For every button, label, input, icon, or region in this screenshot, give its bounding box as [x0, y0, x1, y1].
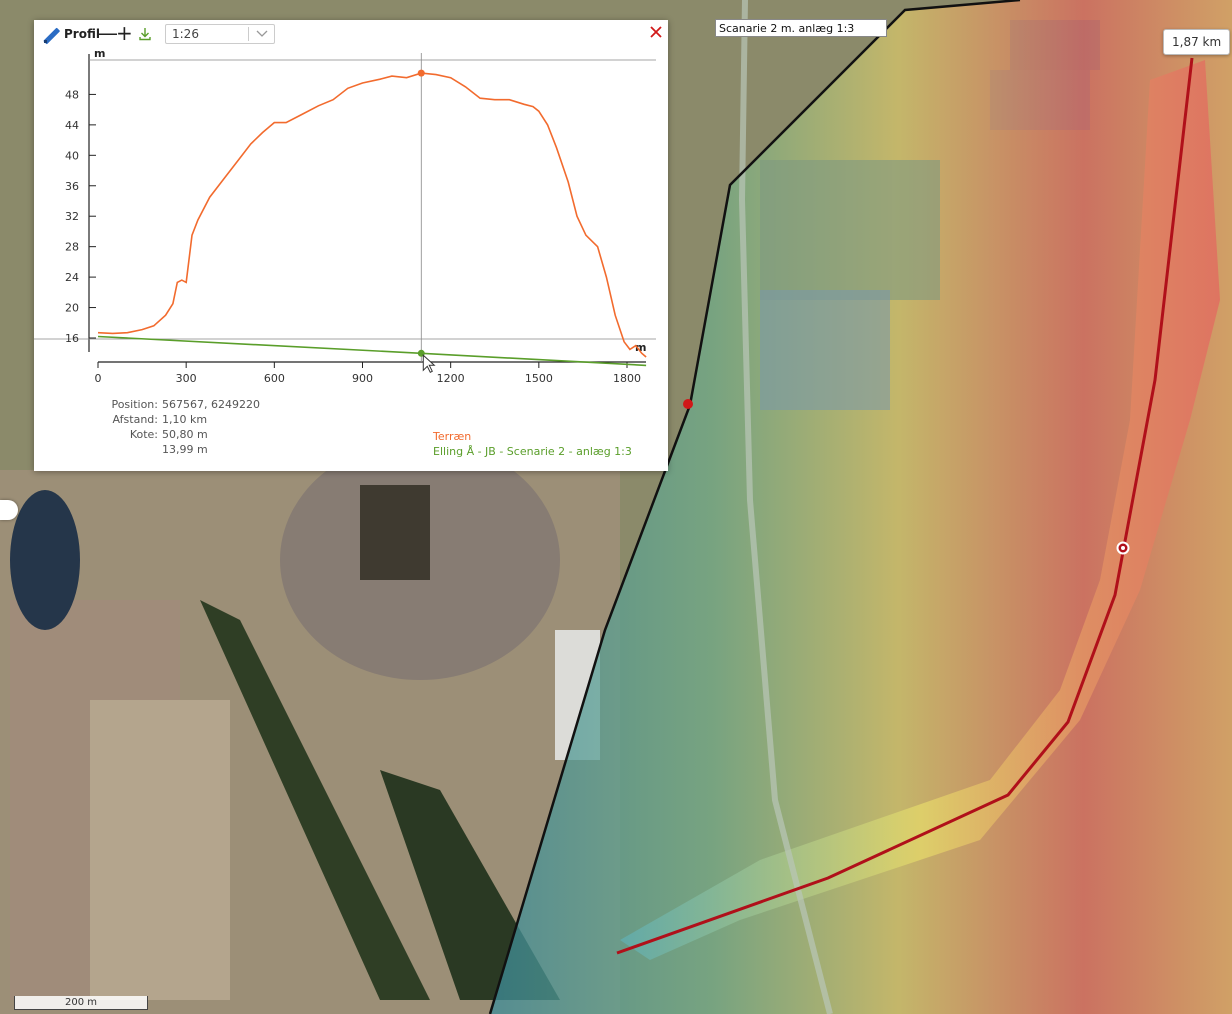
elevation-label: Kote:: [129, 428, 158, 441]
tree-belt: [200, 600, 430, 1000]
y-tick-label: 36: [65, 180, 79, 193]
mouse-pointer-icon: [422, 354, 436, 373]
greenhouse-cluster: [760, 290, 890, 410]
profile-panel: m m 16 20 24 28 32 36 40 44 48 0 300 600 900 1200 1500 18…: [34, 20, 668, 471]
position-value: 567567, 6249220: [162, 398, 260, 411]
profile-toolbar: Profil — + 1:26: [34, 20, 668, 50]
position-row: Position: 567567, 6249220: [84, 397, 260, 412]
close-icon[interactable]: [648, 24, 664, 40]
distance-row: Afstand: 1,10 km: [84, 412, 260, 427]
chevron-down-icon[interactable]: [254, 27, 270, 41]
scenario-series-line: [97, 335, 647, 367]
elevation-scenario-value: 13,99 m: [162, 443, 208, 456]
x-tick-label: 600: [264, 372, 285, 385]
y-axis-unit-label: m: [94, 47, 105, 60]
terrain-series-line: [97, 72, 647, 358]
select-divider: [248, 27, 249, 41]
zoom-select-value: 1:26: [172, 27, 199, 41]
scale-bar: 200 m: [14, 996, 148, 1010]
download-icon[interactable]: [138, 26, 152, 42]
x-tick-label: 1800: [613, 372, 641, 385]
chart-legend: Terræn Elling Å - JB - Scenarie 2 - anlæ…: [433, 429, 632, 459]
x-tick-label: 900: [352, 372, 373, 385]
terrain-cursor-point: [417, 69, 425, 77]
legend-terrain: Terræn: [433, 430, 472, 443]
y-tick-label: 48: [65, 88, 79, 101]
road: [738, 0, 833, 1014]
profile-line[interactable]: [616, 57, 1194, 955]
profile-title: Profil: [64, 27, 100, 41]
lake: [10, 490, 80, 630]
channel-band: [620, 60, 1220, 960]
boundary-vertex-marker[interactable]: [683, 399, 693, 409]
village-area: [760, 160, 940, 300]
distance-label: Afstand:: [112, 413, 158, 426]
y-tick-label: 20: [65, 302, 79, 315]
x-tick-label: 300: [176, 372, 197, 385]
y-tick-label: 32: [65, 210, 79, 223]
plus-icon[interactable]: +: [116, 21, 133, 45]
y-tick-label: 24: [65, 271, 79, 284]
distance-value: 1,10 km: [162, 413, 208, 426]
sidebar-toggle-handle[interactable]: [0, 500, 18, 520]
x-tick-label: 0: [95, 372, 102, 385]
scenario-boundary: [488, 0, 1021, 1014]
profile-cursor-dot: [1121, 546, 1125, 550]
profile-chart: m m 16 20 24 28 32 36 40 44 48 0 300 600 900 1200 1500 18…: [34, 47, 656, 385]
y-tick-label: 28: [65, 241, 79, 254]
distance-tag: 1,87 km: [1163, 29, 1231, 55]
x-axis-unit-label: m: [635, 341, 646, 354]
y-tick-label: 44: [65, 119, 79, 132]
profile-info: Position: 567567, 6249220 Afstand: 1,10 …: [84, 397, 260, 457]
minus-icon[interactable]: —: [98, 21, 118, 45]
flood-heatmap: [490, 0, 1232, 1014]
scenario-label: Scanarie 2 m. anlæg 1:3: [715, 19, 887, 37]
elevation-row: Kote: 50,80 m: [84, 427, 260, 442]
elevation-terrain-value: 50,80 m: [162, 428, 208, 441]
elevation-row-2: 13,99 m: [84, 442, 260, 457]
x-tick-label: 1200: [437, 372, 465, 385]
legend-scenario: Elling Å - JB - Scenarie 2 - anlæg 1:3: [433, 445, 632, 458]
ruler-icon: [43, 27, 60, 45]
x-tick-label: 1500: [525, 372, 553, 385]
position-label: Position:: [111, 398, 158, 411]
y-tick-label: 40: [65, 149, 79, 162]
quarry-pit: [360, 485, 430, 580]
y-tick-label: 16: [65, 332, 79, 345]
zoom-select[interactable]: 1:26: [165, 24, 275, 44]
field-parcel: [90, 700, 230, 1000]
